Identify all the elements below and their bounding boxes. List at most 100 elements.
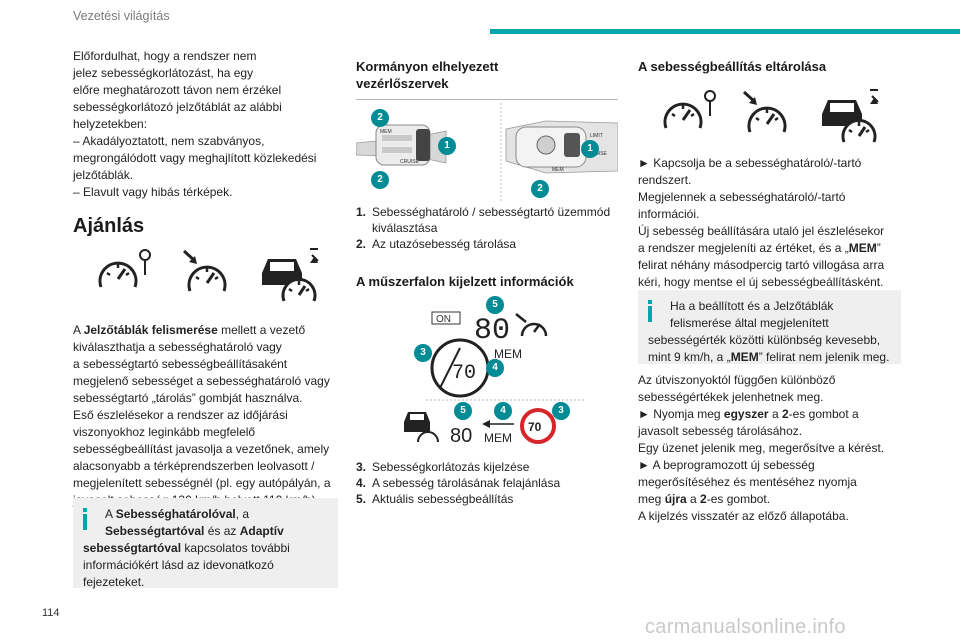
page-number: 114 [42, 607, 60, 619]
text-line: sebességkorlátozó jelzőtáblát az alábbi [73, 100, 282, 114]
speedometer-pointer-icon [742, 90, 787, 133]
text-span: a [686, 492, 701, 506]
on-indicator: ON [436, 314, 451, 325]
list-item: 4. A sebesség tárolásának felajánlása [356, 475, 618, 491]
stalk-label-cruise-right: CRUISE [588, 151, 608, 157]
list-number: 3. [356, 460, 367, 474]
bold-term: Jelzőtáblák felismerése [83, 323, 218, 337]
bottom-mem: MEM [484, 431, 512, 445]
text-line: helyzetekben: [73, 117, 148, 131]
text-span: -es gombot. [706, 492, 771, 506]
badge-2: 2 [371, 171, 389, 189]
speed-sign-value: 70 [528, 420, 542, 434]
badge-2: 2 [371, 109, 389, 127]
digital-speed: 80 [474, 314, 510, 348]
text-line: Eső észlelésekor a rendszer az időjárási [73, 408, 288, 422]
text-line: A kijelzés visszatér az előző állapotába… [638, 509, 849, 523]
dashboard-display-illustration: ON 80 70 MEM 80 MEM 70 [404, 311, 586, 447]
text-line: Előfordulhat, hogy a rendszer nem [73, 49, 257, 63]
list-number: 4. [356, 476, 367, 490]
text-line: mint 9 km/h, a „MEM” felirat nem jelenik… [648, 349, 891, 366]
badge-4: 4 [494, 402, 512, 420]
bold-term: Adaptív [239, 524, 284, 538]
bold-term: 2 [781, 407, 789, 421]
text-span: ” [876, 241, 881, 255]
text-span: kapcsolatos további [181, 541, 290, 555]
chapter-title: Vezetési világítás [73, 9, 170, 23]
section-title-controls: Kormányon elhelyezett vezérlőszervek [356, 58, 618, 92]
speedometer-pointer-icon [182, 249, 227, 292]
header-accent-bar [490, 29, 960, 34]
text-line: megrongálódott vagy meghajlított közleke… [73, 151, 317, 165]
list-text: A sebesség tárolásának felajánlása [372, 476, 561, 490]
bottom-speed: 80 [450, 425, 472, 447]
list-text: Aktuális sebességbeállítás [372, 492, 514, 506]
text-span: és az [204, 524, 240, 538]
text-line: Sebességtartóval és az Adaptív [83, 523, 328, 540]
text-span: ” felirat nem jelenik meg. [758, 350, 890, 364]
dashboard-legend: 3. Sebességkorlátozás kijelzése 4. A sebes… [356, 459, 618, 507]
title-line: vezérlőszervek [356, 76, 449, 91]
speedometer-sign-icon [663, 90, 716, 129]
text-line: információi. [638, 207, 700, 221]
bold-term: Sebességtartóval [105, 524, 205, 538]
info-note: Ha a beállított és a Jelzőtáblák felisme… [638, 290, 901, 364]
intro-paragraph: Előfordulhat, hogy a rendszer nem jelez … [73, 48, 343, 201]
info-note: A Sebességhatárolóval, a Sebességtartóva… [73, 498, 338, 589]
text-line: sebességbeállítást javasolja a vezetőnek… [73, 442, 330, 456]
text-span: mint 9 km/h, a „ [648, 350, 731, 364]
text-span: a rendszer megjeleníti az értéket, és a … [638, 241, 849, 255]
title-line: Kormányon elhelyezett [356, 59, 499, 74]
bold-term: Sebességhatárolóval [115, 507, 236, 521]
text-line: előre meghatározott távon nem érzékel [73, 83, 282, 97]
text-line: Új sebesség beállítására utaló jel észle… [638, 224, 885, 238]
car-rain-speedometer-icon [262, 248, 319, 302]
text-line: felirat néhány másodpercig tartó villogá… [638, 258, 885, 272]
text-span: A [73, 323, 84, 337]
text-line: kéri, hogy mentse el új sebességbeállítá… [638, 275, 884, 289]
text-line: rendszert. [638, 173, 692, 187]
text-span: , a [235, 507, 250, 521]
stalk-label-mem: MEM [380, 129, 392, 135]
stalk-label-cruise: CRUISE [400, 159, 420, 165]
text-line: sebességtartóval kapcsolatos további [83, 540, 328, 557]
text-line: sebességtartó „tárolás” gombját használv… [73, 391, 303, 405]
text-line: fejezeteket. [83, 575, 145, 589]
badge-1: 1 [438, 137, 456, 155]
list-item: kiválasztása [356, 220, 618, 236]
text-line: meg újra a 2-es gombot. [638, 491, 903, 508]
store-icons [638, 86, 903, 146]
text-span: meg [638, 492, 665, 506]
badge-1: 1 [581, 140, 599, 158]
text-line: megjelenő sebességet a sebességhatároló … [73, 374, 330, 388]
list-text: Sebességkorlátozás kijelzése [372, 460, 530, 474]
stalk-label-mem-right: MEM [552, 167, 564, 173]
section-title-ajanlas: Ajánlás [73, 215, 145, 237]
text-line: ► Kapcsolja be a sebességhatároló/-tartó [638, 156, 862, 170]
text-line: ► Nyomja meg egyszer a 2-es gombot a [638, 406, 903, 423]
text-line: a sebességtartó sebességbeállításaként [73, 357, 288, 371]
list-number: 2. [356, 237, 367, 251]
text-line: – Akadályoztatott, nem szabványos, [73, 134, 265, 148]
bold-term: újra [664, 492, 687, 506]
list-item: 1.Sebességhatároló / sebességtartó üzemm… [356, 204, 618, 220]
text-line: jelez sebességkorlátozást, ha egy [73, 66, 254, 80]
speedometer-sign-icon [98, 249, 151, 288]
controls-legend: 1.Sebességhatároló / sebességtartó üzemm… [356, 204, 618, 252]
text-line: felismerése által megjelenített [670, 316, 829, 330]
watermark: carmanualsonline.info [645, 616, 846, 638]
badge-3: 3 [414, 344, 432, 362]
text-span: a [768, 407, 782, 421]
list-number: 1. [356, 205, 367, 219]
list-text: kiválasztása [372, 221, 438, 235]
text-line: kiválaszthatja a sebességhatároló vagy [73, 340, 282, 354]
text-line: A Jelzőtáblák felismerése mellett a veze… [73, 322, 343, 339]
list-item: 3. Sebességkorlátozás kijelzése [356, 459, 618, 475]
text-span: ► Nyomja meg [638, 407, 724, 421]
text-line: ► A beprogramozott új sebesség [638, 458, 815, 472]
recommendation-icons [73, 245, 343, 305]
text-line: Az útviszonyoktól függően különböző [638, 373, 836, 387]
bold-term: sebességtartóval [83, 541, 182, 555]
list-item: 5.Aktuális sebességbeállítás [356, 491, 618, 507]
section-title-dashboard: A műszerfalon kijelzett információk [356, 274, 574, 289]
